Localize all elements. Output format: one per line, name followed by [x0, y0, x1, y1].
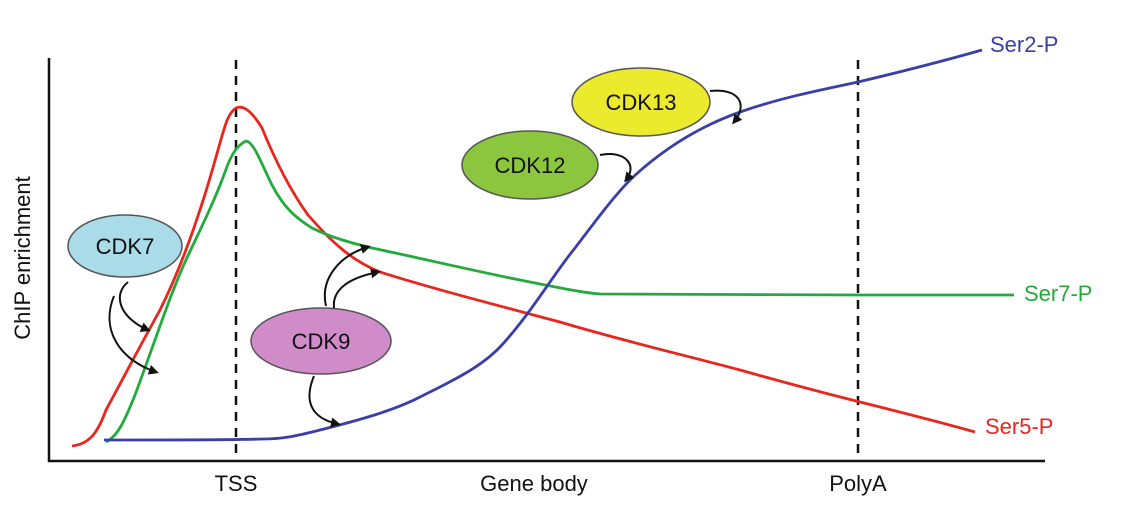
- series-label-ser2: Ser2-P: [990, 32, 1058, 57]
- ser2-curve: [103, 48, 983, 442]
- cdk9-arrow-up-a: [323, 244, 371, 307]
- series-label-ser5: Ser5-P: [985, 414, 1053, 439]
- cdk12-arrow: [599, 153, 635, 183]
- cdk12-ellipse: [461, 130, 599, 200]
- cdk12-label: CDK12: [495, 153, 566, 178]
- cdk7-label: CDK7: [96, 234, 155, 259]
- ser7-curve: [105, 139, 1014, 444]
- cdk9-arrow-up-b: [332, 268, 381, 309]
- y-axis-title: ChIP enrichment: [10, 176, 35, 339]
- cdk13-arrow: [709, 89, 743, 125]
- cdk7-arrow-a: [118, 281, 151, 332]
- x-tick-label: Gene body: [480, 471, 588, 496]
- cdk9-label: CDK9: [292, 329, 351, 354]
- series-label-ser7: Ser7-P: [1024, 281, 1092, 306]
- x-tick-label: TSS: [215, 471, 258, 496]
- x-tick-label: PolyA: [829, 471, 887, 496]
- ser5-curve: [71, 105, 976, 448]
- cdk7-ellipse: [67, 214, 183, 278]
- cdk9-ellipse: [250, 307, 392, 375]
- cdk9-arrow-down: [308, 375, 341, 428]
- cdk13-ellipse: [571, 67, 711, 137]
- cdk13-label: CDK13: [606, 90, 677, 115]
- cdk7-arrow-b: [108, 295, 159, 375]
